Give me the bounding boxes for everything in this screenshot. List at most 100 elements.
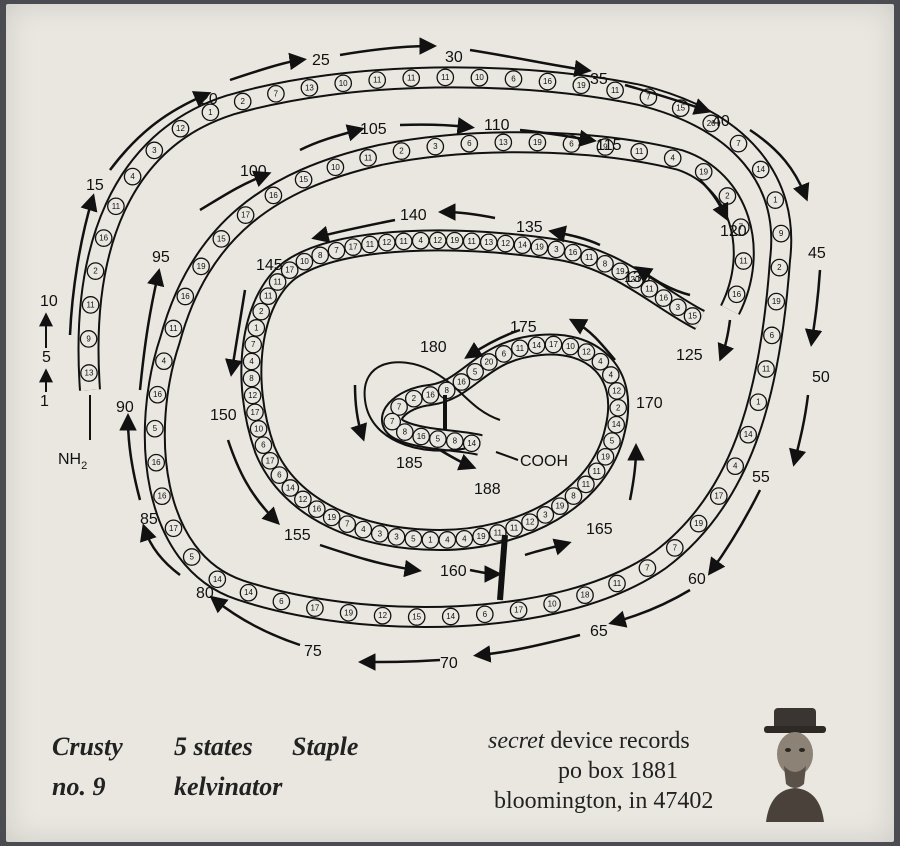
residue-number: 6 [502, 349, 507, 358]
residue-number: 14 [756, 165, 765, 174]
residue-circle [387, 528, 406, 546]
residue-number: 11 [169, 324, 178, 333]
residue-circle [591, 352, 610, 371]
inner-direction-arrows [138, 117, 735, 583]
residue-number: 16 [543, 77, 552, 86]
residue-number: 6 [511, 75, 516, 84]
residue-circle [505, 519, 523, 538]
record-label-info: secret device records po box 1881 bloomi… [488, 726, 713, 816]
residue-number: 12 [612, 386, 621, 395]
residue-number: 2 [777, 263, 782, 272]
outer-direction-arrows [68, 37, 823, 671]
svg-text:130: 130 [624, 269, 651, 286]
residue-circle [249, 420, 268, 438]
residue-circle [294, 170, 313, 189]
residue-number: 4 [670, 154, 675, 163]
residue-circle [663, 149, 682, 168]
svg-text:25: 25 [312, 52, 330, 69]
svg-text:30: 30 [445, 49, 463, 66]
residue-number: 17 [285, 266, 294, 275]
residue-number: 19 [327, 513, 336, 522]
residue-number: 4 [418, 236, 423, 245]
residue-number: 7 [646, 93, 651, 102]
residue-number: 13 [484, 238, 493, 247]
residue-number: 15 [217, 234, 226, 243]
residue-circle [538, 72, 557, 91]
residue-number: 11 [264, 292, 273, 301]
residue-circle [361, 235, 379, 254]
residue-number: 15 [299, 175, 308, 184]
residue-circle [171, 119, 190, 138]
residue-circle [421, 386, 440, 404]
residue-number: 11 [645, 284, 654, 293]
svg-text:160: 160 [440, 563, 467, 580]
svg-text:150: 150 [210, 407, 237, 424]
residue-number: 11 [400, 237, 409, 246]
residue-number: 8 [403, 428, 408, 437]
residue-number: 16 [417, 432, 426, 441]
residue-number: 10 [566, 342, 575, 351]
residue-circle [580, 248, 599, 267]
residue-circle [509, 601, 528, 620]
residue-circle [147, 453, 166, 472]
residue-number: 12 [501, 239, 510, 248]
svg-text:55: 55 [752, 469, 770, 486]
residue-number: 11 [112, 202, 121, 211]
svg-text:110: 110 [484, 117, 510, 134]
residue-circle [247, 319, 266, 337]
residue-number: 16 [153, 390, 162, 399]
residue-circle [404, 389, 423, 408]
residue-number: 19 [616, 267, 625, 276]
residue-number: 13 [499, 138, 508, 147]
residue-number: 11 [739, 257, 748, 266]
residue-circle [683, 307, 702, 325]
residue-circle [436, 68, 455, 87]
residue-number: 14 [612, 420, 621, 429]
residue-circle [402, 69, 421, 88]
residue-circle [182, 548, 201, 566]
residue-circle [749, 393, 768, 412]
residue-number: 7 [251, 340, 256, 349]
inner-residue-circles: 1531611201981116319141213111912411121117… [242, 231, 702, 549]
residue-circle [494, 133, 513, 152]
residue-number: 11 [611, 86, 620, 95]
outer-tick-labels: 15 20 25 30 35 40 45 50 55 60 65 70 75 8… [86, 49, 830, 672]
residue-number: 9 [603, 143, 608, 152]
svg-text:105: 105 [360, 121, 387, 138]
residue-circle [404, 530, 423, 548]
residue-circle [455, 529, 474, 548]
residue-circle [81, 296, 100, 314]
residue-number: 11 [582, 480, 591, 489]
residue-circle [208, 570, 227, 589]
residue-circle [322, 508, 341, 527]
svg-text:1: 1 [40, 393, 49, 410]
residue-circle [233, 92, 252, 111]
residue-circle [445, 432, 464, 450]
svg-text:90: 90 [116, 399, 134, 416]
residue-circle [577, 343, 596, 361]
residue-number: 7 [334, 246, 339, 255]
residue-circle [608, 574, 626, 593]
svg-text:165: 165 [586, 521, 613, 538]
residue-circle [751, 160, 770, 179]
residue-number: 10 [548, 600, 557, 609]
residue-circle [766, 191, 785, 209]
residue-circle [407, 608, 426, 626]
svg-text:125: 125 [676, 347, 703, 364]
svg-text:100: 100 [240, 163, 267, 180]
residue-number: 1 [208, 108, 213, 117]
residue-circle [236, 206, 255, 224]
residue-circle [601, 366, 620, 384]
residue-circle [339, 603, 358, 622]
residue-number: 16 [152, 458, 161, 467]
residue-circle [607, 382, 626, 400]
residue-number: 17 [241, 211, 250, 220]
residue-number: 8 [249, 374, 254, 383]
residue-number: 8 [444, 386, 449, 395]
residue-number: 10 [254, 424, 263, 433]
svg-text:145: 145 [256, 257, 283, 274]
residue-circle [164, 319, 183, 338]
residue-circle [726, 457, 745, 476]
residue-circle [267, 84, 285, 103]
residue-circle [479, 233, 498, 252]
